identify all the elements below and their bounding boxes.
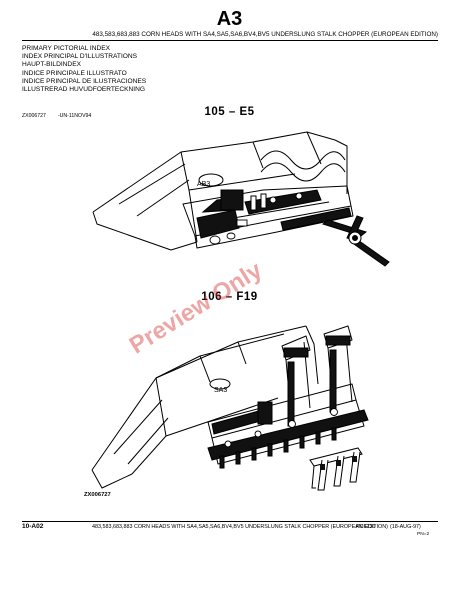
index-title: INDEX PRINCIPAL D'ILLUSTRATIONS	[22, 53, 138, 61]
index-title: INDICE PRINCIPAL DE ILUSTRACIONES	[22, 77, 147, 85]
header-title: 483,583,683,883 CORN HEADS WITH SA4,SA5,…	[92, 31, 438, 38]
header-rule	[22, 40, 438, 41]
footer-title: 483,583,683,883 CORN HEADS WITH SA4,SA5,…	[92, 524, 388, 530]
footer-page-number: 10-A02	[22, 523, 44, 530]
figure-label-106[interactable]: 106 – F19	[201, 291, 258, 303]
index-title-list: PRIMARY PICTORIAL INDEX INDEX PRINCIPAL …	[22, 45, 146, 94]
doc-ref-code: ZX006727	[22, 113, 46, 119]
figure-105-drawing[interactable]: AB3	[85, 120, 405, 285]
index-title: INDICE PRINCIPALE ILLUSTRATO	[22, 69, 127, 77]
footer-doc-id: PC6230	[356, 524, 376, 530]
illustration-reference: ZX006727	[84, 492, 111, 498]
svg-text:AB3: AB3	[197, 181, 210, 188]
index-title: HAUPT-BILDINDEX	[22, 61, 81, 69]
svg-text:SA3: SA3	[214, 387, 227, 394]
footer-rule	[22, 521, 438, 522]
footer-sub-code: PN=2	[417, 532, 430, 537]
figure-label-105[interactable]: 105 – E5	[204, 106, 255, 118]
section-code: A3	[216, 8, 243, 30]
figure-106-drawing[interactable]: SA3	[88, 304, 400, 500]
document-reference: ZX006727 -UN-11NOV94	[22, 113, 91, 119]
index-title: ILLUSTRERAD HUVUDFOERTECKNING	[22, 86, 145, 94]
doc-ref-date: -UN-11NOV94	[57, 113, 92, 119]
footer-date: (18-AUG-97)	[390, 524, 421, 530]
index-title: PRIMARY PICTORIAL INDEX	[22, 45, 111, 52]
